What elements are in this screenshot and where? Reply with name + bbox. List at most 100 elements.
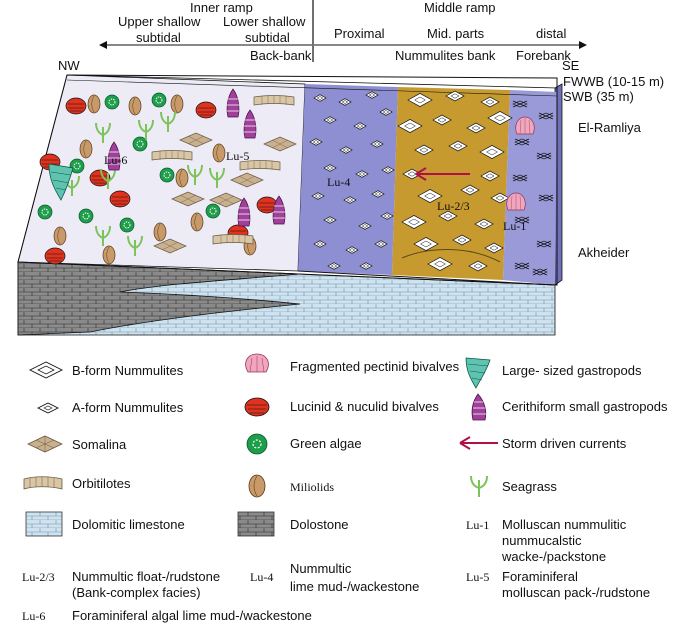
legend-lu1-line2: nummucalstic [502,533,582,548]
fragmented-nummulites-symbol [536,240,552,248]
unit-label-lu23: Lu-2/3 [437,199,470,213]
legend-lu1-line3: wacke-/packstone [501,549,606,564]
label-distal: distal [536,26,566,41]
fwwb-line [66,74,558,89]
dolostone-wedge [17,261,301,336]
zone-forebank [503,90,557,285]
legend-lu1-line1: Molluscan nummulitic [502,517,627,532]
pectinid-symbol [506,192,526,211]
fragmented-nummulites-symbol [532,268,548,276]
legend-orbitolites: Orbitilotes [72,476,131,491]
nummulites-symbol [353,122,367,130]
legend-seagrass: Seagrass [502,479,557,494]
orbitolites-symbol [151,150,193,161]
nummulites-symbol [359,262,373,270]
storm-current-arrow [415,167,470,181]
legend-storm-currents: Storm driven currents [502,436,627,451]
somalina-symbol [171,191,205,207]
nummulites-symbol [427,257,453,271]
nummulites-symbol [452,234,472,246]
lucinid-symbol [65,97,87,115]
legend-lucinid: Lucinid & nuculid bivalves [290,399,439,414]
green-algae-symbol [205,203,221,219]
seagrass-symbol [187,164,203,185]
nummulites-symbol [417,189,443,203]
nummulites-symbol [365,91,379,99]
nummulites-symbol [401,215,427,229]
nummulites-symbol [484,242,504,254]
lucinid-symbol [256,196,278,214]
miliolid-symbol [212,143,226,163]
somalina-symbol [230,172,264,188]
swb-line [66,79,558,97]
orbitolites-icon [23,476,63,490]
label-forebank: Forebank [516,48,571,63]
nummulites-symbol [313,240,327,248]
nummulites-symbol [480,96,500,108]
legend-lu4-code: Lu-4 [250,570,273,584]
seagrass-symbol [209,167,225,188]
legend-lu5-code: Lu-5 [466,570,489,584]
legend-cerithiform: Cerithiform small gastropods [502,399,668,414]
seagrass-symbol [95,225,111,246]
header-labels: Inner ramp Upper shallow subtidal Lower … [99,0,587,63]
nummulites-symbol [313,94,327,102]
nummulites-symbol [460,184,480,196]
green-algae-symbol [159,167,175,183]
miliolid-icon [248,474,266,498]
dolostone-swatch [237,511,275,537]
legend-dolostone: Dolostone [290,517,349,532]
fragmented-nummulites-symbol [538,194,554,202]
nummulites-symbol [448,140,468,152]
nummulites-symbol [468,260,488,272]
block-symbols [37,88,554,276]
zone-proximal [298,84,398,275]
green-algae-symbol [37,204,53,220]
lucinid-symbol [89,169,111,187]
seagrass-icon [470,475,488,497]
cerithiform-symbol [226,88,240,118]
fragmented-nummulites-symbol [536,152,552,160]
nummulites-symbol [358,222,372,230]
legend-a-form: A-form Nummulites [72,400,184,415]
seagrass-symbol [160,111,176,132]
nummulites-symbol [487,111,513,125]
b-form-nummulites-icon [28,361,64,379]
legend: B-form Nummulites A-form Nummulites Soma… [22,353,668,623]
legend-miliolids: Miliolids [290,480,334,494]
legend-lu6-line1: Foraminiferal algal lime mud-/wackestone [72,608,312,623]
seagrass-symbol [127,235,143,256]
green-algae-symbol [151,92,167,108]
nummulites-symbol [370,140,384,148]
nummulites-symbol [311,192,325,200]
label-middle-ramp: Middle ramp [424,0,496,15]
green-algae-symbol [104,94,120,110]
nummulites-symbol [381,166,395,174]
legend-dolomitic-limestone: Dolomitic limestone [72,517,185,532]
cerithiform-symbol [272,195,286,225]
cerithiform-symbol [237,197,251,227]
label-mid-parts: Mid. parts [427,26,485,41]
legend-b-form: B-form Nummulites [72,363,184,378]
somalina-symbol [153,238,187,254]
legend-lu4-line2: lime mud-/wackestone [290,579,419,594]
cerithiform-symbol [243,109,257,139]
pectinid-symbol [515,116,535,135]
legend-lu5-line1: Foraminiferal [502,569,578,584]
dolomitic-limestone-swatch [25,511,63,537]
cerithiform-gastropod-icon [471,393,487,421]
nummulites-symbol [479,145,505,159]
large-gastropod-icon [465,357,491,389]
block-diagram: NW SE FWWB (10-15 m) SWB (35 m) El-Ramli… [17,58,664,336]
miliolid-symbol [128,96,142,116]
label-se: SE [562,58,580,73]
green-algae-symbol [69,158,85,174]
somalina-symbol [263,136,297,152]
cerithiform-symbol [107,141,121,171]
somalina-symbol [209,192,243,208]
nummulites-symbol [374,240,388,248]
green-algae-symbol [119,217,135,233]
lucinid-symbol [44,247,66,265]
orbitolites-symbol [212,234,254,245]
